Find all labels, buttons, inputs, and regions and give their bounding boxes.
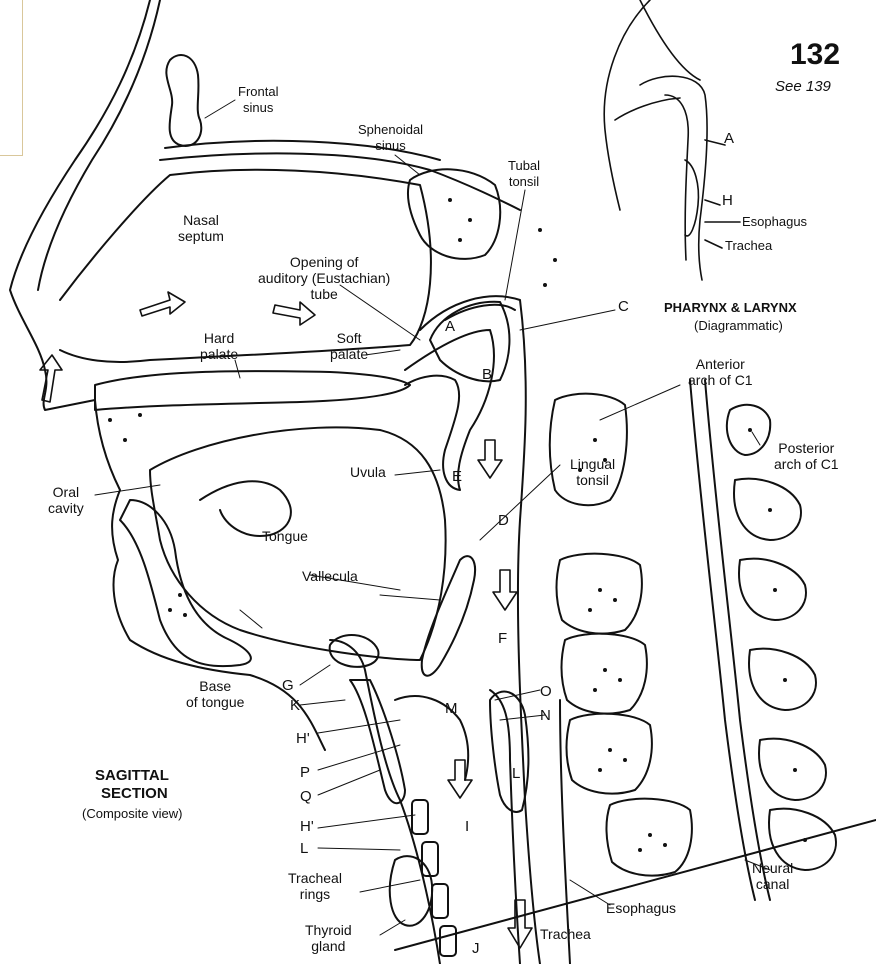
inset-title: PHARYNX & LARYNX xyxy=(664,300,797,316)
soft-palate-shape xyxy=(405,330,494,490)
letter-k: K xyxy=(290,697,300,714)
spinal-cord xyxy=(690,380,755,900)
letter-m: M xyxy=(445,700,458,717)
bone-stipple xyxy=(108,198,807,852)
label-tongue: Tongue xyxy=(262,528,308,544)
label-trachea: Trachea xyxy=(540,926,591,942)
posterior-arches xyxy=(727,405,836,870)
label-hard-palate: Hard palate xyxy=(200,330,238,362)
inset-label-a: A xyxy=(724,130,734,147)
cranial-outline xyxy=(160,153,520,210)
label-posterior-arch-c1: Posterior arch of C1 xyxy=(774,440,839,472)
label-thyroid-gland: Thyroid gland xyxy=(305,922,352,954)
label-opening-auditory-tube: Opening of auditory (Eustachian) tube xyxy=(258,254,390,302)
plate-reference: See 139 xyxy=(775,78,831,95)
label-sphenoidal-sinus: Sphenoidal sinus xyxy=(358,122,423,154)
nasopharynx xyxy=(430,302,509,381)
letter-l-left: L xyxy=(300,840,308,857)
letter-f: F xyxy=(498,630,507,647)
letter-n: N xyxy=(540,707,551,724)
letter-a: A xyxy=(445,318,455,335)
inset-label-h: H xyxy=(722,192,733,209)
letter-d: D xyxy=(498,512,509,529)
letter-c: C xyxy=(618,298,629,315)
letter-o: O xyxy=(540,683,552,700)
inset-label-trachea: Trachea xyxy=(725,238,772,254)
letter-i: I xyxy=(465,818,469,835)
label-tubal-tonsil: Tubal tonsil xyxy=(508,158,540,190)
letter-h1: H' xyxy=(296,730,310,747)
letter-p: P xyxy=(300,764,310,781)
plate-number: 132 xyxy=(790,38,840,72)
inset-subtitle: (Diagrammatic) xyxy=(694,318,783,334)
letter-l-mid: L xyxy=(512,765,520,782)
letter-b: B xyxy=(482,366,492,383)
letter-g: G xyxy=(282,677,294,694)
sphenoidal-sinus-shape xyxy=(408,169,500,259)
letter-h2: H' xyxy=(300,818,314,835)
letter-q: Q xyxy=(300,788,312,805)
label-tracheal-rings: Tracheal rings xyxy=(288,870,342,902)
main-title-line1: SAGITTAL xyxy=(95,768,169,784)
epiglottis-shape xyxy=(422,556,475,676)
label-nasal-septum: Nasal septum xyxy=(178,212,224,244)
frontal-sinus-shape xyxy=(166,55,201,146)
letter-e: E xyxy=(452,468,462,485)
label-vallecula: Vallecula xyxy=(302,568,358,584)
label-uvula: Uvula xyxy=(350,464,386,480)
main-title-line3: (Composite view) xyxy=(82,806,182,822)
letter-j: J xyxy=(472,940,480,957)
label-oral-cavity: Oral cavity xyxy=(48,484,84,516)
label-soft-palate: Soft palate xyxy=(330,330,368,362)
main-title-line2: SECTION xyxy=(101,786,168,802)
label-esophagus: Esophagus xyxy=(606,900,676,916)
inset-label-esophagus: Esophagus xyxy=(742,214,807,230)
inset-pharynx-diagram xyxy=(604,0,740,280)
label-frontal-sinus: Frontal sinus xyxy=(238,84,278,116)
larynx-front xyxy=(330,640,440,964)
label-neural-canal: Neural canal xyxy=(752,860,793,892)
label-base-of-tongue: Base of tongue xyxy=(186,678,244,710)
label-lingual-tonsil: Lingual tonsil xyxy=(570,456,615,488)
hard-palate-shape xyxy=(95,371,410,410)
label-anterior-arch-c1: Anterior arch of C1 xyxy=(688,356,753,388)
